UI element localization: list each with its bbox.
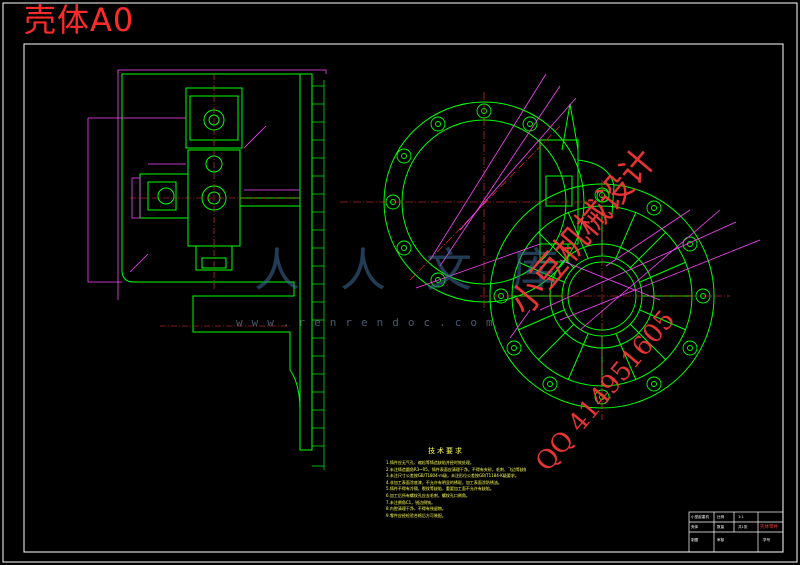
title-block-part-name: 壳体零件 bbox=[760, 525, 778, 530]
title-block-cell: 壳体 bbox=[691, 525, 699, 529]
inner-frame bbox=[23, 43, 784, 553]
requirement-line: 1.铸件应无气孔、缩松等铸造缺陷并经时效处理。 bbox=[386, 460, 474, 465]
requirement-line: 9.零件应经检验合格后方可装配。 bbox=[386, 512, 446, 518]
requirement-line: 6.加工后所有螺纹孔应去毛刺，螺纹孔口倒角。 bbox=[386, 492, 470, 498]
title-block-cell: 制图 bbox=[691, 538, 699, 542]
title-block-cell: 小型起重机 bbox=[691, 515, 709, 519]
title-block-cell: 比例 bbox=[717, 515, 725, 519]
title-block-cell: 1:1 bbox=[738, 515, 744, 519]
front-dimensions bbox=[415, 73, 761, 339]
drawing-title: 壳体A0 bbox=[24, 1, 135, 39]
title-block-cell: 审核 bbox=[717, 538, 725, 542]
side-dimensions bbox=[87, 69, 327, 300]
requirement-line: 4.非加工表面涂底漆，不允许有明显的锈斑，加工表面涂防锈油。 bbox=[386, 479, 502, 485]
requirement-line: 8.内腔清理干净，不得有残留物。 bbox=[386, 506, 446, 512]
title-block-cell: 数量 bbox=[717, 525, 725, 529]
title-block bbox=[688, 511, 784, 553]
requirement-line: 3.未注尺寸公差按GB/T1804-m级，未注形位公差按GB/T1184-K级要… bbox=[386, 473, 519, 479]
requirement-line: 2.未注铸造圆角R3~R5，铸件表面应清理干净，不得有夹砂，毛刺、飞边等缺陷。 bbox=[386, 466, 526, 472]
watermark-site: www.renrendoc.com bbox=[236, 316, 502, 329]
front-centerlines bbox=[340, 92, 730, 420]
side-flange-bolts bbox=[312, 80, 325, 470]
title-block-cell: 学号 bbox=[763, 538, 771, 542]
title-block-cell: 共1张 bbox=[738, 525, 748, 529]
technical-requirements-list: 1.铸件应无气孔、缩松等铸造缺陷并经时效处理。 2.未注铸造圆角R3~R5，铸件… bbox=[386, 460, 526, 519]
watermark-brand: 人人文库 bbox=[254, 243, 598, 297]
technical-requirements-title: 技术要求 bbox=[428, 447, 464, 455]
side-centerlines bbox=[130, 74, 300, 327]
requirement-line: 5.铸件不得有冷隔、裂纹等缺陷，重要加工面不允许有缺陷。 bbox=[386, 486, 494, 492]
requirement-line: 7.未注倒角C1，锐边倒钝。 bbox=[386, 499, 436, 505]
